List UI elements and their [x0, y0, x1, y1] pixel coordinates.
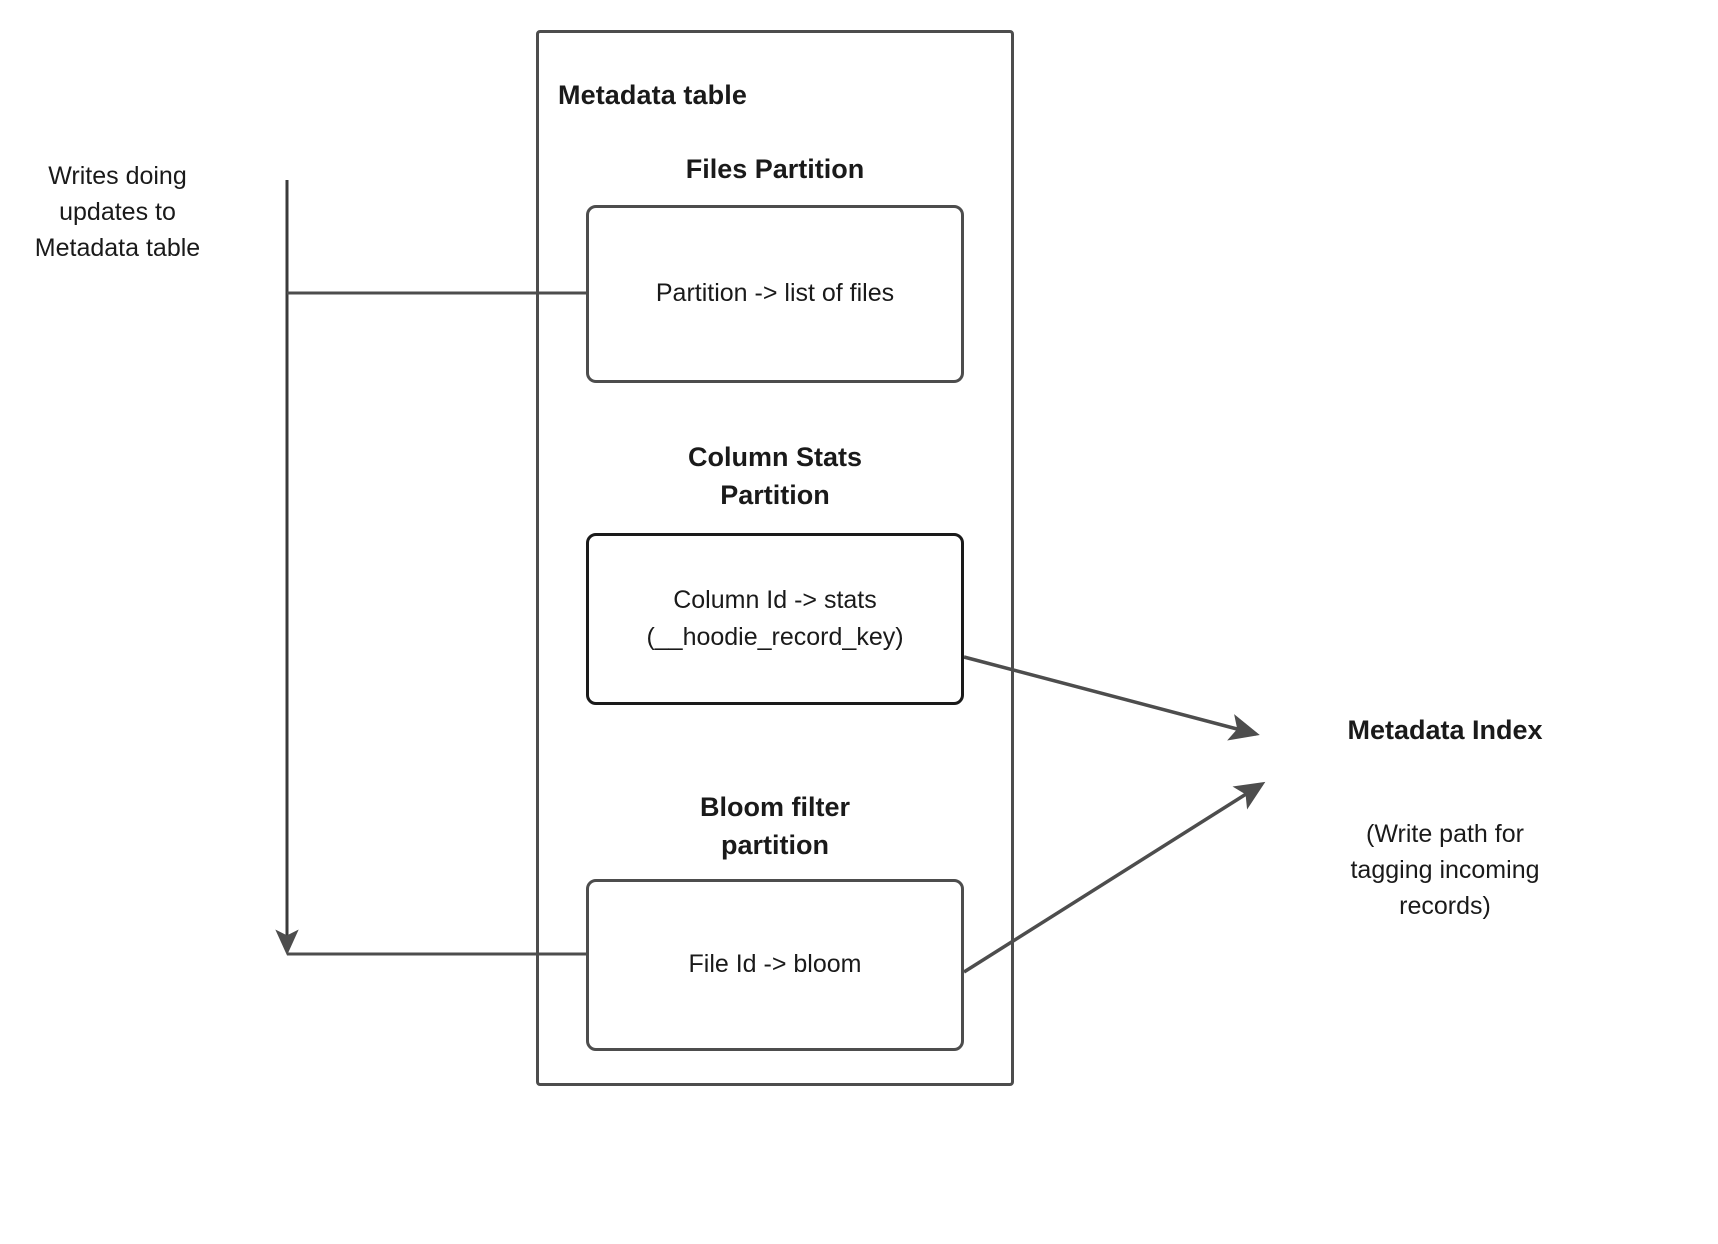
files-partition-box[interactable]: Partition -> list of files [586, 205, 964, 383]
bloom-filter-box-line-1: File Id -> bloom [688, 950, 862, 979]
files-partition-heading-line-1: Files Partition [685, 154, 865, 184]
bloom-filter-heading-line-2: partition [721, 830, 829, 861]
column-stats-partition-heading: Column Stats Partition [585, 438, 965, 515]
metadata-table-container [536, 30, 1014, 1086]
metadata-table-title: Metadata table [558, 80, 747, 110]
column-stats-box-line-1: Column Id -> stats [673, 585, 877, 614]
files-partition-box-line-1: Partition -> list of files [655, 279, 895, 308]
column-stats-heading-line-1: Column Stats [687, 442, 862, 472]
writes-label-line-1: Writes doing [48, 162, 187, 190]
bloom-filter-heading-line-1: Bloom filter [699, 792, 850, 822]
metadata-index-note-line-1: (Write path for [1366, 820, 1524, 848]
metadata-index-note-line-2: tagging incoming [1350, 856, 1540, 884]
files-partition-heading: Files Partition [585, 150, 965, 188]
bloom-filter-partition-heading: Bloom filter partition [585, 788, 965, 865]
metadata-index-title: Metadata Index [1347, 715, 1543, 745]
column-stats-heading-line-2: Partition [720, 480, 830, 511]
column-stats-box-text: Column Id -> stats (__hoodie_record_key) [646, 582, 903, 657]
bloom-filter-partition-box[interactable]: File Id -> bloom [586, 879, 964, 1051]
writes-label-line-3: Metadata table [34, 234, 201, 262]
column-stats-partition-box[interactable]: Column Id -> stats (__hoodie_record_key) [586, 533, 964, 705]
metadata-index-note: (Write path for tagging incoming records… [1295, 816, 1595, 924]
writes-label-line-2: updates to [59, 198, 176, 226]
bloom-filter-box-text: File Id -> bloom [689, 946, 862, 984]
column-stats-box-line-2: (__hoodie_record_key) [646, 623, 904, 651]
files-partition-box-text: Partition -> list of files [656, 275, 894, 313]
writes-source-label: Writes doing updates to Metadata table [10, 158, 225, 266]
metadata-index-note-line-3: records) [1399, 892, 1491, 920]
